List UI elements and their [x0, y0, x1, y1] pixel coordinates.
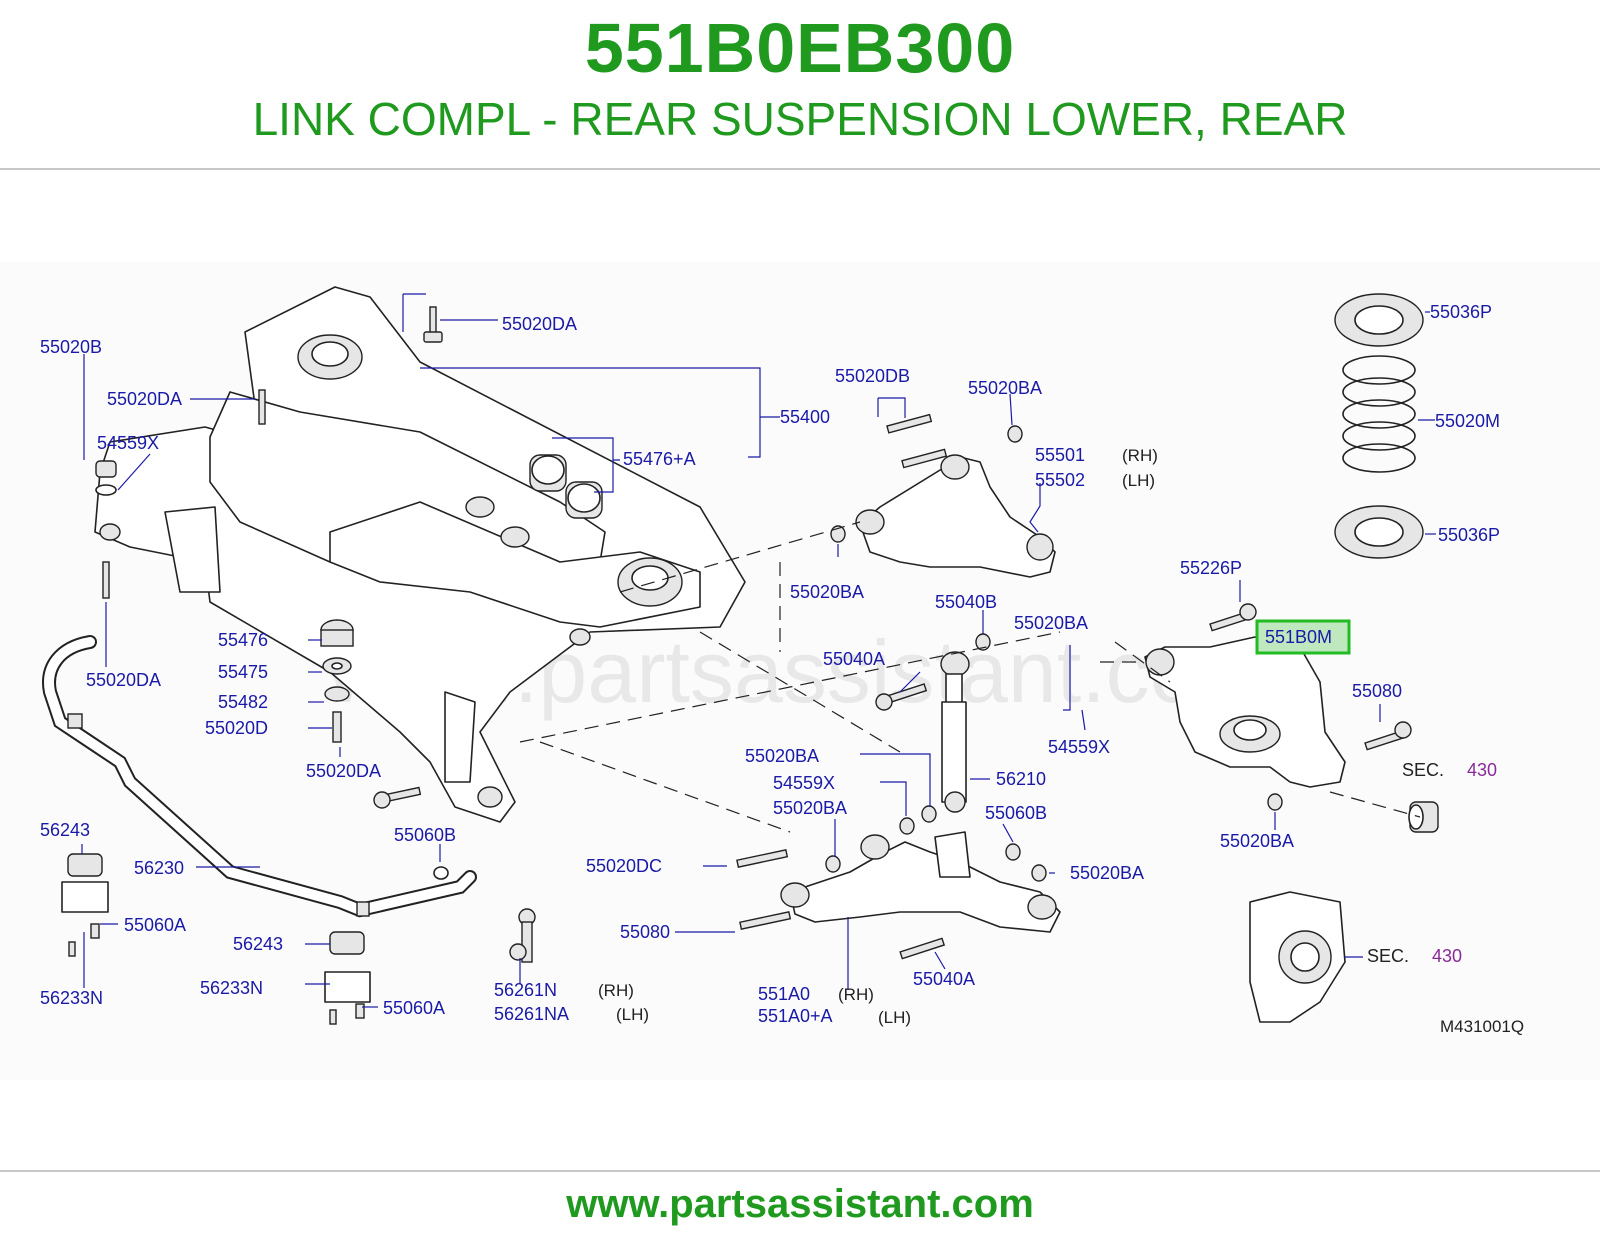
side-rh: (RH) [838, 985, 874, 1004]
label-55060B[interactable]: 55060B [394, 825, 456, 845]
label-56233N[interactable]: 56233N [200, 978, 263, 998]
label-55475[interactable]: 55475 [218, 662, 268, 682]
label-54559X[interactable]: 54559X [1048, 737, 1110, 757]
page-header: 551B0EB300 LINK COMPL - REAR SUSPENSION … [0, 0, 1600, 170]
rear-lower-link-highlighted-part [1144, 603, 1439, 833]
label-55226P[interactable]: 55226P [1180, 558, 1242, 578]
label-56261NA[interactable]: 56261NA [494, 1004, 569, 1024]
label-551A0[interactable]: 551A0 [758, 984, 810, 1004]
shock-absorber [875, 633, 991, 813]
stabilizer-bushings [61, 853, 371, 1025]
label-551A0-A[interactable]: 551A0+A [758, 1006, 833, 1026]
label-56233N[interactable]: 56233N [40, 988, 103, 1008]
label-55060A[interactable]: 55060A [124, 915, 186, 935]
label-55020BA[interactable]: 55020BA [745, 746, 819, 766]
label-55040B[interactable]: 55040B [935, 592, 997, 612]
highlight-box [1255, 619, 1351, 655]
label-55020BA[interactable]: 55020BA [968, 378, 1042, 398]
label-55020BA[interactable]: 55020BA [1220, 831, 1294, 851]
side-rh: (RH) [1122, 446, 1158, 465]
part-number-title: 551B0EB300 [584, 9, 1016, 87]
side-lh: (LH) [616, 1005, 649, 1024]
label-55036P[interactable]: 55036P [1430, 302, 1492, 322]
subframe-left-fasteners [95, 306, 443, 599]
side-rh: (RH) [598, 981, 634, 1000]
label-55080[interactable]: 55080 [1352, 681, 1402, 701]
label-55501[interactable]: 55501 [1035, 445, 1085, 465]
label-55020DA[interactable]: 55020DA [86, 670, 161, 690]
label-55502[interactable]: 55502 [1035, 470, 1085, 490]
coil-spring [1334, 293, 1424, 559]
label-55020DA[interactable]: 55020DA [107, 389, 182, 409]
label-55020DA[interactable]: 55020DA [306, 761, 381, 781]
label-55020DA[interactable]: 55020DA [502, 314, 577, 334]
footer-divider [0, 1170, 1600, 1172]
subframe-mount-bushings [529, 454, 603, 519]
leader-lines [81, 293, 1436, 1008]
label-55020DB[interactable]: 55020DB [835, 366, 910, 386]
lower-front-link [736, 805, 1061, 960]
label-54559X[interactable]: 54559X [773, 773, 835, 793]
part-labels: 55020DA 55020B 55020DA 54559X 55400 5547… [40, 302, 1524, 1036]
label-54559X[interactable]: 54559X [97, 433, 159, 453]
label-55400[interactable]: 55400 [780, 407, 830, 427]
label-55476-A[interactable]: 55476+A [623, 449, 696, 469]
drawing-code: M431001Q [1440, 1017, 1524, 1036]
subframe-mount-stack [320, 619, 354, 743]
part-description: LINK COMPL - REAR SUSPENSION LOWER, REAR [252, 93, 1348, 145]
label-551B0M[interactable]: 551B0M [1265, 627, 1332, 647]
label-56230[interactable]: 56230 [134, 858, 184, 878]
label-55020D[interactable]: 55020D [205, 718, 268, 738]
section-reference: SEC. [1367, 946, 1409, 966]
stabilizer-bar [42, 635, 477, 918]
label-55020BA[interactable]: 55020BA [790, 582, 864, 602]
label-55020BA[interactable]: 55020BA [1070, 863, 1144, 883]
label-56243[interactable]: 56243 [233, 934, 283, 954]
label-55060B[interactable]: 55060B [985, 803, 1047, 823]
side-lh: (LH) [878, 1008, 911, 1027]
stabilizer-link [433, 866, 536, 963]
label-55020DC[interactable]: 55020DC [586, 856, 662, 876]
label-56261N[interactable]: 56261N [494, 980, 557, 1000]
label-55020B[interactable]: 55020B [40, 337, 102, 357]
upper-link [830, 413, 1056, 578]
header-divider [0, 168, 1600, 170]
label-55040A[interactable]: 55040A [823, 649, 885, 669]
label-56243[interactable]: 56243 [40, 820, 90, 840]
side-lh: (LH) [1122, 471, 1155, 490]
label-55040A[interactable]: 55040A [913, 969, 975, 989]
parts-diagram: www.partsassistant.com [0, 262, 1600, 1080]
label-55020BA[interactable]: 55020BA [1014, 613, 1088, 633]
section-reference: SEC. [1402, 760, 1444, 780]
section-reference-link[interactable]: 430 [1432, 946, 1462, 966]
footer-url[interactable]: www.partsassistant.com [566, 1182, 1034, 1226]
label-55036P[interactable]: 55036P [1438, 525, 1500, 545]
label-55020BA[interactable]: 55020BA [773, 798, 847, 818]
label-55060A[interactable]: 55060A [383, 998, 445, 1018]
label-55080[interactable]: 55080 [620, 922, 670, 942]
label-56210[interactable]: 56210 [996, 769, 1046, 789]
rear-subframe [94, 286, 746, 823]
alignment-lines [519, 521, 1421, 833]
rear-knuckle [1249, 891, 1346, 1023]
section-reference-link[interactable]: 430 [1467, 760, 1497, 780]
label-55476[interactable]: 55476 [218, 630, 268, 650]
subframe-lower-bolt [373, 786, 422, 809]
label-55020M[interactable]: 55020M [1435, 411, 1500, 431]
label-55482[interactable]: 55482 [218, 692, 268, 712]
